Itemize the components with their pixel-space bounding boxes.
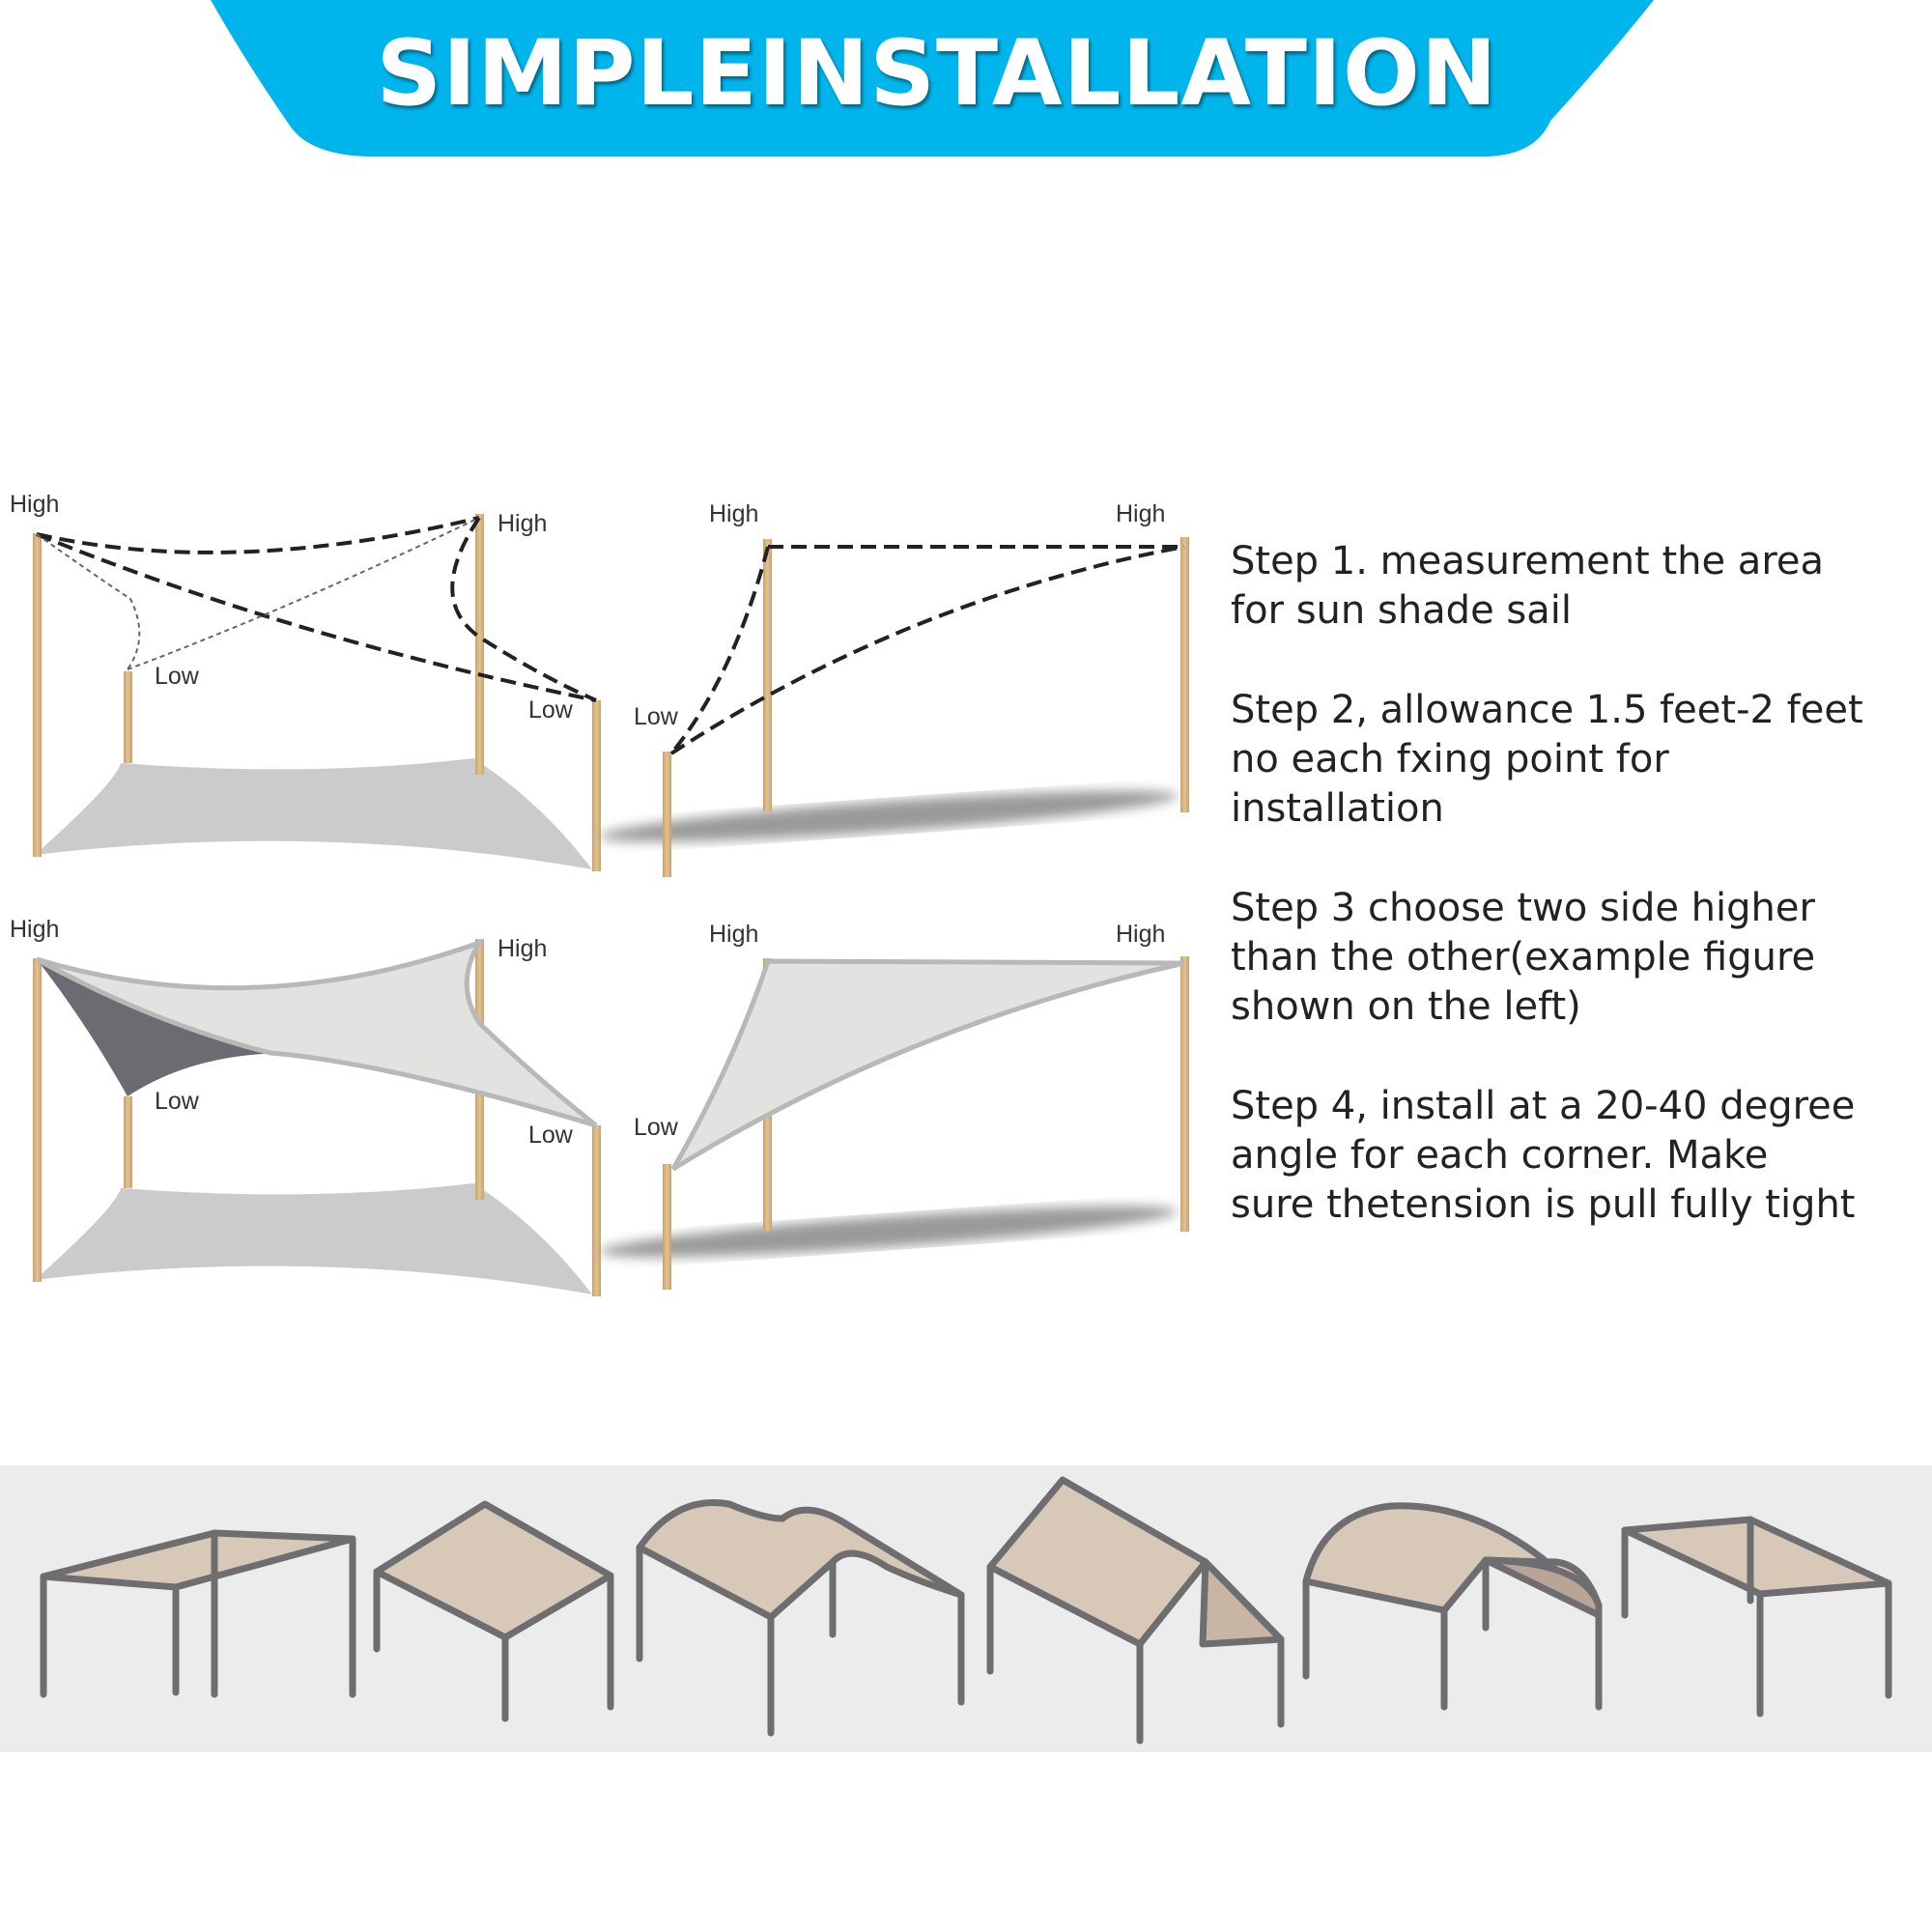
label-high: High [709, 500, 758, 527]
diagram-triangle-measure: High High Low [599, 500, 1189, 877]
diagram-triangle-installed: High High Low [599, 921, 1189, 1290]
step-text: sure thetension is pull fully tight [1231, 1182, 1856, 1227]
canopy-icon-arched [1302, 1502, 1603, 1711]
diagram-square-measure: High High Low Low [10, 491, 601, 871]
canopy-shapes-svg [40, 1476, 1892, 1745]
step-text: angle for each corner. Make [1231, 1133, 1769, 1178]
step-2: Step 2, allowance 1.5 feet-2 feet no eac… [1231, 686, 1907, 834]
sail-top [670, 958, 1185, 1172]
canopy-icon-flat-sloped [1621, 1516, 1892, 1718]
post-high-left [33, 533, 42, 857]
label-high: High [497, 510, 547, 537]
step-1: Step 1. measurement the area for sun sha… [1231, 537, 1907, 636]
label-low: Low [155, 663, 200, 690]
step-text: Step 1. measurement the area [1231, 539, 1825, 583]
ground-shadow [35, 758, 592, 869]
post-low-left [124, 671, 132, 763]
dashed-lines [36, 516, 597, 702]
post-high-right [475, 514, 484, 775]
installation-diagrams: High High Low Low High High Low [0, 483, 1217, 1333]
post-low-right [592, 1125, 601, 1296]
canopy-shapes-strip [0, 1465, 1932, 1752]
canopy-icon-sloped-square [373, 1500, 614, 1722]
label-high: High [709, 921, 758, 948]
post-high-left [763, 539, 772, 811]
post-low-right [592, 700, 601, 871]
label-low: Low [634, 703, 679, 730]
post-low-left [124, 1096, 132, 1188]
banner-shape [211, 0, 1654, 156]
step-text: Step 3 choose two side higher [1231, 886, 1815, 930]
post-low [663, 752, 671, 877]
step-text: shown on the left) [1231, 984, 1581, 1029]
label-low: Low [634, 1114, 679, 1141]
diagrams-svg: High High Low Low High High Low [10, 491, 1189, 1296]
step-text: installation [1231, 786, 1444, 831]
step-3: Step 3 choose two side higher than the o… [1231, 884, 1907, 1032]
banner-background [211, 0, 1654, 156]
label-high: High [10, 491, 59, 518]
installation-steps: Step 1. measurement the area for sun sha… [1231, 537, 1907, 1280]
post-low [663, 1164, 671, 1290]
step-4: Step 4, install at a 20-40 degree angle … [1231, 1082, 1907, 1230]
step-text: than the other(example figure [1231, 935, 1816, 980]
step-text: for sun shade sail [1231, 588, 1572, 633]
label-low: Low [155, 1088, 200, 1115]
dashed-lines [669, 545, 1185, 755]
page-title: SIMPLEINSTALLATION [376, 21, 1498, 127]
ground-shadow [599, 1206, 1179, 1258]
canopy-icon-wave [636, 1499, 965, 1737]
label-high: High [10, 916, 59, 943]
step-text: no each fxing point for [1231, 737, 1669, 781]
ground-shadow [35, 1183, 592, 1294]
step-text: Step 2, allowance 1.5 feet-2 feet [1231, 688, 1863, 732]
header-banner: SIMPLEINSTALLATION [0, 0, 1932, 164]
label-high: High [1116, 921, 1165, 948]
step-text: Step 4, install at a 20-40 degree [1231, 1084, 1856, 1128]
label-high: High [497, 935, 547, 962]
post-high-right [1180, 956, 1189, 1232]
canopy-icon-peaked [986, 1476, 1285, 1745]
thin-dashed-lines [36, 517, 480, 670]
diagram-square-installed: High High Low Low [10, 916, 601, 1296]
ground-shadow [599, 790, 1179, 842]
sail-top [35, 938, 598, 1128]
label-high: High [1116, 500, 1165, 527]
post-high-right [1180, 537, 1189, 812]
post-high-left [33, 958, 42, 1282]
canopy-icon-flat-square [40, 1529, 356, 1698]
label-low: Low [528, 1122, 574, 1149]
label-low: Low [528, 696, 574, 724]
